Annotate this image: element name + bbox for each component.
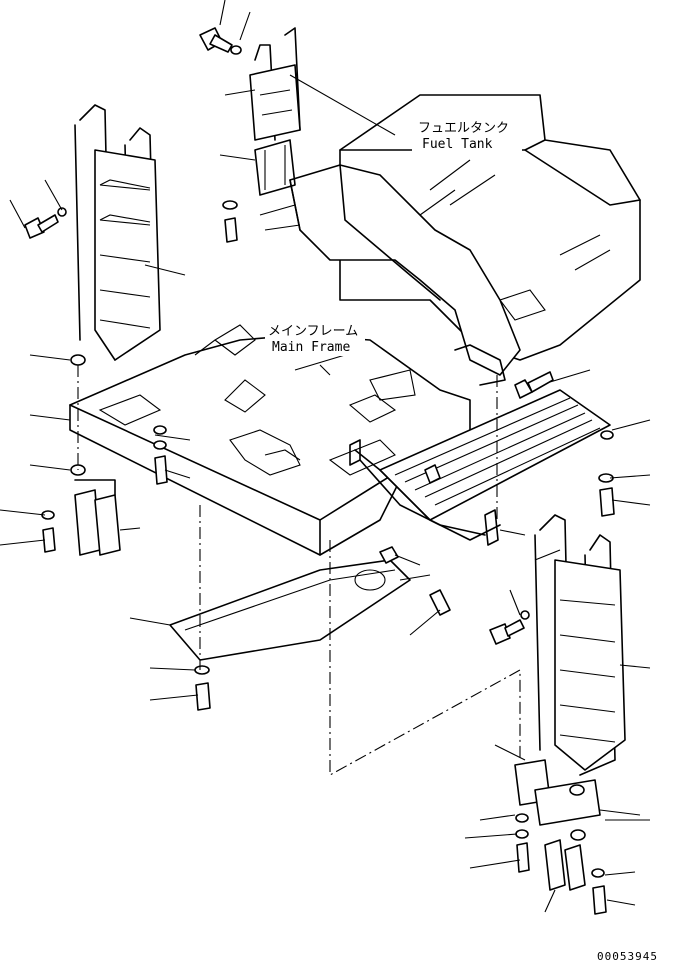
fasteners (24, 27, 615, 915)
main-frame-label-bg (265, 320, 365, 356)
fuel-tank-label-bg (412, 115, 522, 151)
left-ladder (74, 104, 161, 361)
leader-lines (0, 0, 651, 913)
right-ladder (534, 514, 626, 776)
main-frame-label-en: Main Frame (272, 340, 350, 355)
fuel-tank-label-jp: フュエルタンク (418, 121, 509, 136)
top-bracket (249, 27, 301, 196)
fuel-tank-label-en: Fuel Tank (422, 137, 493, 152)
lower-brace (169, 559, 411, 661)
right-platform (349, 389, 611, 546)
fuel-tank (339, 94, 641, 361)
document-number: 00053945 (597, 950, 658, 963)
main-frame (69, 164, 521, 556)
main-frame-label-jp: メインフレーム (268, 324, 358, 339)
left-step-bracket (74, 479, 121, 556)
